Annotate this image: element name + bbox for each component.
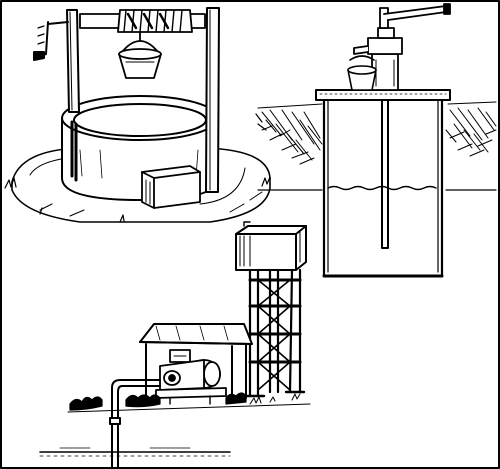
soil-hatch-left: [255, 103, 323, 165]
well-cover-slab: [315, 89, 451, 101]
ground-line-lower: [67, 403, 311, 413]
pump-bucket-icon: [347, 55, 377, 91]
lower-water-table: [39, 447, 231, 457]
windlass-drum: [79, 9, 206, 33]
suction-pipe: [109, 379, 161, 469]
windlass-well: [4, 7, 271, 223]
crank-handle-icon: [33, 21, 69, 61]
windlass-posts: [66, 7, 220, 193]
water-tank-icon: [235, 221, 307, 271]
pump-handle-icon: [353, 3, 451, 91]
hand-pump-well: [255, 3, 497, 278]
pump-shed: [139, 323, 253, 399]
ground-grass: [4, 176, 271, 223]
motor-icon: [155, 349, 227, 405]
water-tower-frame: [242, 268, 306, 398]
well-side-box: [141, 165, 201, 209]
ground-grass-right: [249, 393, 301, 405]
soil-hatch-right: [445, 101, 497, 157]
motor-pump-tower: [39, 221, 311, 469]
ground-vegetation: [69, 392, 247, 411]
bucket-icon: [118, 31, 162, 79]
drop-pipe: [381, 99, 389, 249]
